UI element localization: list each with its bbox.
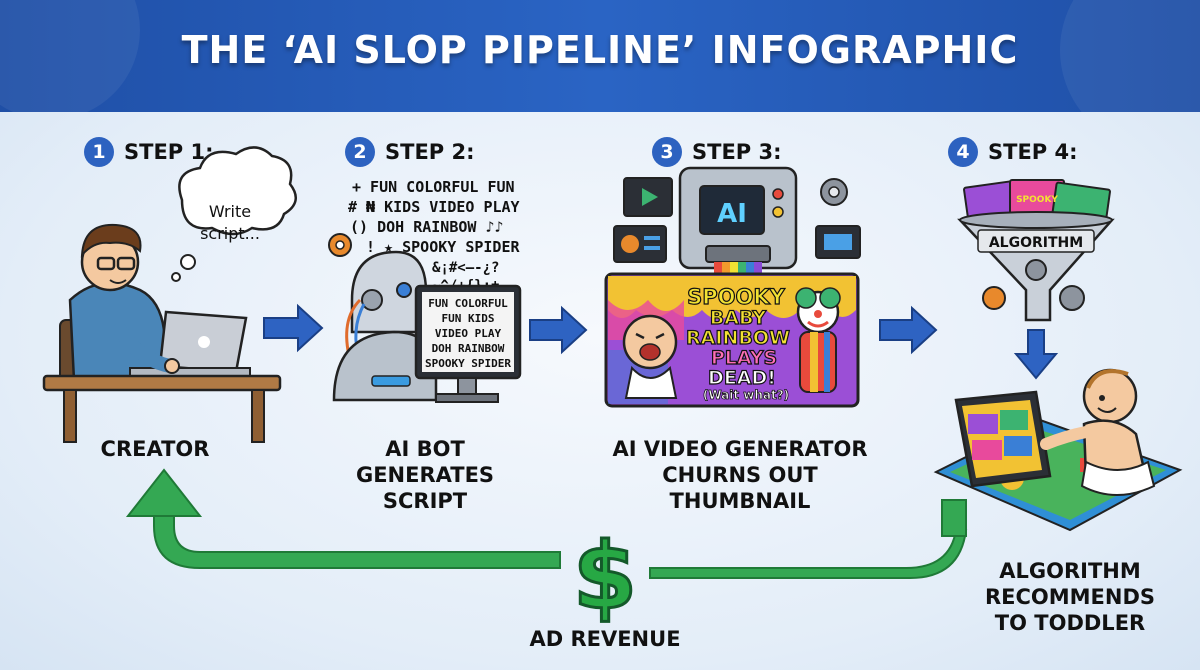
arrow-down-icon (1013, 329, 1059, 380)
tablet-icon (954, 390, 1052, 488)
thumbnail-subtitle: (Wait what?) (703, 388, 789, 402)
script-line-2: # ₦ KIDS VIDEO PLAY (348, 198, 520, 216)
machine-icon: AI (613, 166, 861, 280)
dollar-icon: $ (573, 523, 637, 630)
thumbnail-title-line-2: BABY (710, 307, 767, 329)
step-4-heading: 4 STEP 4: (948, 137, 1078, 167)
script-line-1: + FUN COLORFUL FUN (352, 178, 515, 196)
caption-line: CHURNS OUT THUMBNAIL (662, 463, 818, 513)
caption-step-4: ALGORITHM RECOMMENDS TO TODDLER (975, 558, 1165, 636)
thumbnail-title-line-3: RAINBOW (686, 327, 790, 349)
script-line-3: () DOH RAINBOW ♪♪ (350, 218, 504, 236)
monitor: FUN COLORFUL FUN KIDS VIDEO PLAY DOH RAI… (414, 284, 522, 403)
caption-line: GENERATES (355, 463, 495, 487)
arrow-right-icon (879, 305, 938, 355)
step-1-heading: 1 STEP 1: (84, 137, 214, 167)
thought-line-1: Write (209, 202, 251, 221)
thumbnail-title-line-4: PLAYS (711, 347, 777, 369)
monitor-line-3: VIDEO PLAY (435, 327, 502, 340)
toddler-with-tablet (933, 368, 1183, 532)
caption-line: SCRIPT (382, 489, 468, 513)
page-title: THE ‘AI SLOP PIPELINE’ INFOGRAPHIC (181, 28, 1019, 72)
monitor-line-2: FUN KIDS (442, 312, 495, 325)
script-line-4: ! ★ SPOOKY SPIDER (366, 238, 520, 256)
creator-figure: Write script... (42, 146, 297, 443)
mini-thumb-text: SPOOKY (1016, 195, 1058, 205)
caption-line: ALGORITHM (999, 559, 1141, 583)
caption-step-3: AI VIDEO GENERATOR CHURNS OUT THUMBNAIL (590, 436, 890, 514)
caption-line: AI BOT (385, 437, 465, 461)
thumbnail-image: SPOOKY BABY RAINBOW PLAYS DEAD! (Wait wh… (604, 272, 860, 408)
step-number-badge: 4 (948, 137, 978, 167)
robot-icon: + FUN COLORFUL FUN # ₦ KIDS VIDEO PLAY (… (328, 178, 522, 403)
step-label: STEP 2: (385, 140, 475, 164)
gear-icon (982, 259, 1085, 311)
thought-line-2: script... (200, 224, 260, 243)
caption-step-2: AI BOT GENERATES SCRIPT (340, 436, 510, 514)
step-number-badge: 3 (652, 137, 682, 167)
arrow-right-icon (263, 303, 324, 353)
caption-line: CREATOR (100, 437, 210, 461)
script-line-5: &¡#<—-¿? (432, 260, 499, 276)
funnel-label: ALGORITHM (989, 235, 1083, 251)
gear-icon (328, 233, 352, 257)
laptop-icon (129, 310, 251, 377)
step-label: STEP 4: (988, 140, 1078, 164)
thumbnail-title-line-1: SPOOKY (687, 285, 785, 309)
funnel-icon: SPOOKY ALGORITHM (957, 179, 1115, 322)
header-banner: THE ‘AI SLOP PIPELINE’ INFOGRAPHIC (0, 0, 1200, 112)
caption-line: TO TODDLER (994, 611, 1146, 635)
gear-icon (820, 178, 848, 206)
caption-step-1: CREATOR (70, 436, 240, 462)
caption-line: RECOMMENDS (984, 585, 1156, 609)
monitor-line-5: SPOOKY SPIDER (425, 357, 511, 370)
arrow-up-icon (125, 468, 203, 517)
step-2-heading: 2 STEP 2: (345, 137, 475, 167)
monitor-line-1: FUN COLORFUL (428, 297, 508, 310)
machine-ai-label: AI (717, 199, 747, 229)
ad-revenue-label: AD REVENUE (529, 627, 681, 651)
step-3-heading: 3 STEP 3: (652, 137, 782, 167)
step-number-badge: 2 (345, 137, 375, 167)
step-number-badge: 1 (84, 137, 114, 167)
ad-revenue-loop: $ (125, 468, 968, 632)
thumbnail-title-line-5: DEAD! (708, 367, 776, 389)
monitor-line-4: DOH RAINBOW (432, 342, 505, 355)
step-label: STEP 1: (124, 140, 214, 164)
step-label: STEP 3: (692, 140, 782, 164)
arrow-right-icon (529, 305, 588, 355)
caption-line: AI VIDEO GENERATOR (612, 437, 868, 461)
